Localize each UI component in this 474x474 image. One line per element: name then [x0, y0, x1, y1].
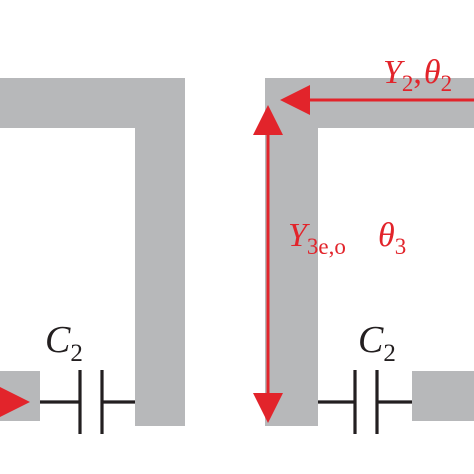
annotations [0, 85, 474, 423]
top-angle-subscript: 2 [441, 71, 453, 96]
side-admittance-label: Y3e,o [288, 217, 346, 259]
side-admittance-symbol: Y [288, 217, 310, 254]
top-admittance-label: Y2,θ2 [383, 54, 452, 96]
left-capacitor-subscript: 2 [70, 340, 83, 367]
right-capacitor-symbol-text: C [358, 319, 384, 361]
top-admittance-symbol: Y [383, 54, 405, 91]
right-capacitor-label: C2 [358, 319, 396, 367]
left-vertical-trace [135, 78, 185, 426]
left-capacitor-symbol-text: C [45, 319, 71, 361]
left-capacitor-label: C2 [45, 319, 83, 367]
right-capacitor-subscript: 2 [383, 340, 396, 367]
left-resonator [0, 78, 185, 426]
right-feed-pad [412, 371, 474, 421]
left-capacitor-symbol [40, 370, 135, 434]
top-admittance-separator: , [413, 54, 422, 91]
left-feed-pad [0, 371, 40, 421]
side-angle-symbol: θ [378, 217, 395, 254]
side-angle-label: θ3 [378, 217, 406, 259]
side-angle-subscript: 3 [395, 234, 407, 259]
top-admittance-subscript: 2 [402, 71, 414, 96]
side-admittance-subscript: 3e,o [307, 234, 346, 259]
top-angle-symbol: θ [424, 54, 441, 91]
right-capacitor-symbol [318, 370, 412, 434]
